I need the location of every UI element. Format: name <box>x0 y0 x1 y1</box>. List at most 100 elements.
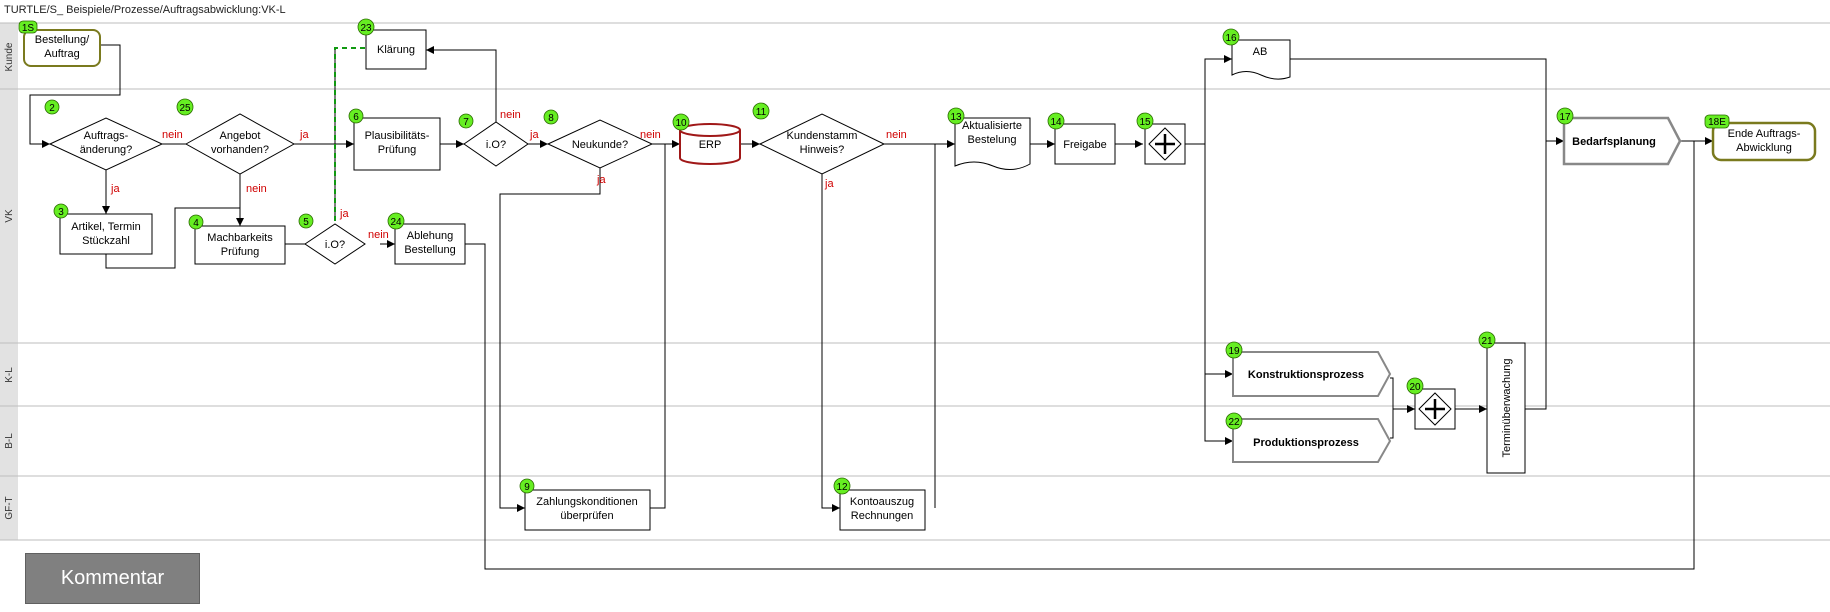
node-label: Konstruktionsprozess <box>1248 369 1364 381</box>
node-label: i.O? <box>325 239 345 251</box>
node-label: Ablehung <box>407 230 454 242</box>
edge-label-nein: nein <box>640 129 661 141</box>
node-number-badge: 9 <box>524 482 530 493</box>
parallel-gateway-15[interactable]: 15 <box>1136 112 1186 165</box>
edge-label-ja: ja <box>339 208 349 220</box>
node-label: ERP <box>699 139 722 151</box>
node-label: Bestellung/ <box>35 34 90 46</box>
node-label: Abwicklung <box>1736 142 1792 154</box>
decision-kundenstamm-hinweis[interactable]: Kundenstamm Hinweis? 11 <box>752 102 886 175</box>
node-label: Neukunde? <box>572 139 628 151</box>
decision-auftragsaenderung[interactable]: Auftrags- änderung? 2 <box>44 99 164 171</box>
decision-io-5[interactable]: i.O? 5 <box>298 213 366 265</box>
start-node-bestellung[interactable]: Bestellung/ Auftrag 1S <box>18 20 101 67</box>
swimlanes: Kunde VK K-L B-L GF-T <box>0 22 1830 541</box>
kommentar-button[interactable]: Kommentar <box>25 553 200 604</box>
edge-label-nein: nein <box>162 129 183 141</box>
task-kontoauszug[interactable]: Kontoauszug Rechnungen 12 <box>833 477 926 531</box>
task-plausibilitaets-pruefung[interactable]: Plausibilitäts- Prüfung 6 <box>348 108 441 171</box>
node-number-badge: 19 <box>1228 346 1240 357</box>
node-label: Bedarfsplanung <box>1572 136 1656 148</box>
plus-icon <box>1425 399 1445 419</box>
node-label: Kontoauszug <box>850 496 914 508</box>
edge-label-ja: ja <box>824 178 834 190</box>
node-number-badge: 16 <box>1225 33 1237 44</box>
node-number-badge: 13 <box>950 112 962 123</box>
node-label: Auftrag <box>44 48 79 60</box>
node-label: überprüfen <box>560 510 613 522</box>
node-label: Freigabe <box>1063 139 1106 151</box>
node-number-badge: 20 <box>1409 382 1421 393</box>
node-number-badge: 6 <box>353 112 359 123</box>
node-number-badge: 1S <box>22 23 35 34</box>
node-label: Artikel, Termin <box>71 221 140 233</box>
decision-io-7[interactable]: i.O? 7 <box>458 113 529 167</box>
task-machbarkeits-pruefung[interactable]: Machbarkeits Prüfung 4 <box>188 214 286 265</box>
task-artikel-termin[interactable]: Artikel, Termin Stückzahl 3 <box>53 203 153 255</box>
edge-label-ja: ja <box>596 174 606 186</box>
task-terminueberwachung[interactable]: Terminüberwachung 21 <box>1478 331 1526 474</box>
node-label: änderung? <box>80 144 133 156</box>
node-label: AB <box>1253 46 1268 58</box>
node-label: Terminüberwachung <box>1501 358 1513 457</box>
edge-label-nein: nein <box>246 183 267 195</box>
task-freigabe[interactable]: Freigabe 14 <box>1047 112 1116 165</box>
node-label: Bestellung <box>404 244 455 256</box>
node-label: Produktionsprozess <box>1253 437 1359 449</box>
node-label: Ende Auftrags- <box>1728 128 1801 140</box>
decision-angebot-vorhanden[interactable]: Angebot vorhanden? 25 <box>176 98 296 175</box>
node-number-badge: 8 <box>548 113 554 124</box>
subprocess-produktionsprozess[interactable]: Produktionsprozess 22 <box>1225 412 1392 463</box>
database-erp[interactable]: ERP 10 <box>672 113 741 165</box>
node-number-badge: 5 <box>303 217 309 228</box>
node-number-badge: 11 <box>756 107 767 118</box>
document-aktualisierte-bestelung[interactable]: Aktualisierte Bestelung 13 <box>947 107 1031 170</box>
node-label: Aktualisierte <box>962 120 1022 132</box>
end-node-auftragsabwicklung[interactable]: Ende Auftrags- Abwicklung 18E <box>1704 114 1817 162</box>
task-ablehung-bestellung[interactable]: Ablehung Bestellung 24 <box>387 212 466 265</box>
node-label: Prüfung <box>221 246 260 258</box>
node-number-badge: 14 <box>1050 117 1062 128</box>
node-number-badge: 7 <box>463 117 469 128</box>
node-label: vorhanden? <box>211 144 269 156</box>
lane-label-kunde: Kunde <box>4 42 15 71</box>
node-number-badge: 25 <box>179 103 191 114</box>
node-number-badge: 10 <box>675 118 687 129</box>
dashed-link <box>334 47 366 221</box>
node-number-badge: 12 <box>836 482 848 493</box>
document-ab[interactable]: AB 16 <box>1222 28 1291 80</box>
edge-label-nein: nein <box>500 109 521 121</box>
subprocess-bedarfsplanung[interactable]: Bedarfsplanung 17 <box>1556 107 1682 166</box>
edge-label-ja: ja <box>110 183 120 195</box>
node-number-badge: 22 <box>1228 417 1240 428</box>
node-label: i.O? <box>486 139 506 151</box>
node-label: Angebot <box>220 130 261 142</box>
node-label: Prüfung <box>378 144 417 156</box>
node-label: Auftrags- <box>84 130 129 142</box>
lane-label-gft: GF-T <box>4 496 15 519</box>
parallel-gateway-20[interactable]: 20 <box>1406 377 1456 430</box>
plus-icon <box>1155 134 1175 154</box>
node-label: Hinweis? <box>800 144 845 156</box>
lane-label-vk: VK <box>4 209 15 223</box>
decision-neukunde[interactable]: Neukunde? 8 <box>543 109 654 169</box>
node-label: Stückzahl <box>82 235 130 247</box>
node-label: Rechnungen <box>851 510 913 522</box>
subprocess-konstruktionsprozess[interactable]: Konstruktionsprozess 19 <box>1225 341 1392 397</box>
edge-label-nein: nein <box>886 129 907 141</box>
node-number-badge: 23 <box>360 23 372 34</box>
node-label: Kundenstamm <box>787 130 858 142</box>
task-zahlungskonditionen[interactable]: Zahlungskonditionen überprüfen 9 <box>519 478 651 531</box>
node-label: Klärung <box>377 44 415 56</box>
node-number-badge: 3 <box>58 207 64 218</box>
lane-label-kl: K-L <box>4 367 15 383</box>
node-label: Machbarkeits <box>207 232 273 244</box>
node-number-badge: 2 <box>49 103 55 114</box>
edge-label-nein: nein <box>368 229 389 241</box>
node-number-badge: 15 <box>1139 117 1151 128</box>
node-label: Bestelung <box>968 134 1017 146</box>
node-number-badge: 4 <box>193 218 199 229</box>
node-label: Plausibilitäts- <box>365 130 430 142</box>
task-klaerung[interactable]: Klärung 23 <box>357 18 427 70</box>
